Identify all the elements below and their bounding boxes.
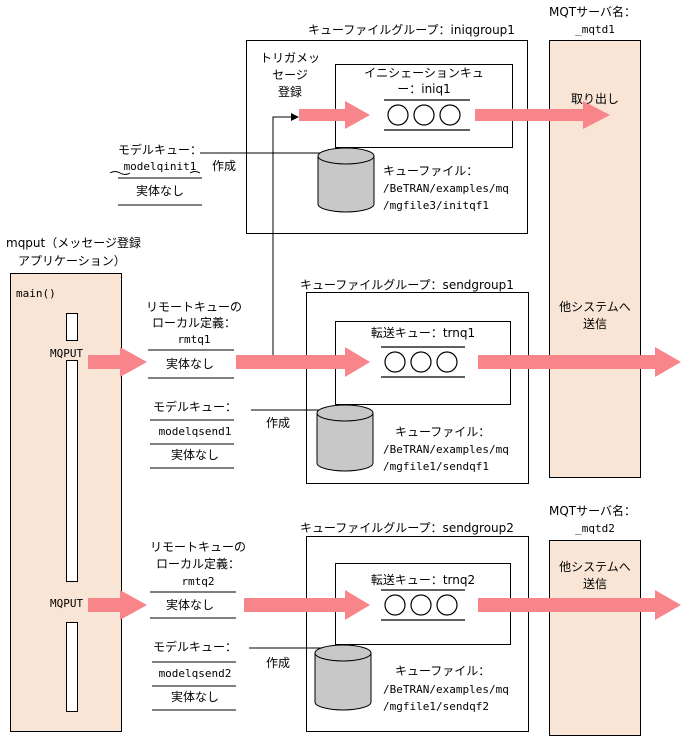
exec-bar-3 xyxy=(66,622,78,712)
trnq2-slots xyxy=(381,589,465,621)
group2-title: キューファイルグループ：sendgroup1 xyxy=(300,278,514,292)
main-label: main() xyxy=(16,287,56,300)
remote-queue-1-line1: リモートキューの xyxy=(145,300,242,314)
queue-file-2-label: キューファイル： xyxy=(395,425,491,439)
model-queue-3-name: modelqsend2 xyxy=(158,667,232,680)
mqput1-arrow xyxy=(88,347,147,377)
cylinder-1 xyxy=(317,156,375,213)
server1-send-line1: 他システムへ xyxy=(559,300,631,314)
trigger-label-2: セージ xyxy=(272,68,308,82)
create-label-3: 作成 xyxy=(266,656,291,670)
mqput-title-line1: mqput（メッセージ登録 xyxy=(6,236,141,250)
queue-file-1-path-2: /mgfile3/initqf1 xyxy=(383,199,489,212)
initiation-queue-box xyxy=(335,64,513,148)
remote-queue-1-name: rmtq1 xyxy=(177,333,211,346)
create-label-2: 作成 xyxy=(266,416,291,430)
mqput2-arrow xyxy=(88,590,147,620)
cylinder-2 xyxy=(316,413,374,472)
group3-title: キューファイルグループ：sendgroup2 xyxy=(300,521,514,535)
model-queue-1-note: 実体なし xyxy=(135,184,184,198)
create-line-3 xyxy=(249,647,326,654)
remote-queue-1-line2: ローカル定義： xyxy=(151,316,236,330)
model-queue-1-name: modelqinit1 xyxy=(123,160,197,173)
queue-file-1-label: キューファイル： xyxy=(383,164,479,178)
initiation-queue-label-1: イニシェーションキュ xyxy=(364,66,484,80)
server1-name-line1: MQTサーバ名： xyxy=(549,5,637,19)
initiation-queue-label-2: ー：iniq1 xyxy=(397,82,451,96)
transmission-queue-2-label: 転送キュー：trnq2 xyxy=(370,573,476,587)
retrieve-arrow xyxy=(475,101,610,129)
model-queue-3-label: モデルキュー： xyxy=(152,640,237,654)
trigger-connector xyxy=(272,113,299,355)
iniq1-slots xyxy=(384,99,470,131)
queue-file-2-path-2: /mgfile1/sendqf1 xyxy=(383,460,489,473)
mqt-server2-panel xyxy=(549,540,641,736)
queue-file-3-path-1: /BeTRAN/examples/mq xyxy=(383,683,509,696)
rmtq1-arrow xyxy=(236,347,370,377)
model-queue-3-note: 実体なし xyxy=(170,690,219,704)
remote-queue-2-line1: リモートキューの xyxy=(149,540,246,554)
remote-queue-1-note: 実体なし xyxy=(165,357,214,371)
create-label-1: 作成 xyxy=(212,159,237,173)
trigger-label-1: トリガメッ xyxy=(259,51,320,65)
remote-queue-2-note: 実体なし xyxy=(165,598,214,612)
send2-arrow xyxy=(478,590,681,620)
queue-file-2-path-1: /BeTRAN/examples/mq xyxy=(383,443,509,456)
send1-arrow xyxy=(478,347,681,377)
trigger-label-3: 登録 xyxy=(277,85,302,99)
mqput-call-1: MQPUT xyxy=(50,347,84,360)
model-queue-1-label: モデルキュー： xyxy=(117,143,202,157)
queue-file-3-label: キューファイル： xyxy=(395,664,491,678)
rmtq2-arrow xyxy=(244,590,370,620)
server1-name-line2: _mqtd1 xyxy=(575,23,615,36)
remote-queue-2-name: rmtq2 xyxy=(181,575,215,588)
exec-bar-1 xyxy=(66,313,78,341)
queue-file-1-path-1: /BeTRAN/examples/mq xyxy=(383,182,509,195)
server2-send-line2: 送信 xyxy=(582,577,607,591)
model-queue-2-note: 実体なし xyxy=(170,448,219,462)
model-queue-2-name: modelqsend1 xyxy=(158,425,232,438)
cylinders xyxy=(314,147,375,711)
server1-retrieve: 取り出し xyxy=(570,92,619,106)
model-queue-2-label: モデルキュー： xyxy=(152,400,237,414)
transmission-queue-1-label: 転送キュー：trnq1 xyxy=(370,326,476,340)
group1-title: キューファイルグループ：iniqgroup1 xyxy=(308,23,515,37)
server2-send-line1: 他システムへ xyxy=(559,560,631,574)
cylinder-3 xyxy=(314,653,372,711)
server2-name-line1: MQTサーバ名： xyxy=(549,504,637,518)
trnq1-slots xyxy=(381,346,465,378)
remote-queue-2-line2: ローカル定義： xyxy=(155,557,240,571)
exec-bar-2 xyxy=(66,360,78,582)
mqput-call-2: MQPUT xyxy=(50,597,84,610)
server1-send-line2: 送信 xyxy=(582,317,607,331)
queue-file-3-path-2: /mgfile1/sendqf2 xyxy=(383,700,489,713)
server2-name-line2: _mqtd2 xyxy=(575,522,615,535)
trigger-arrow xyxy=(299,101,370,129)
mqput-title-line2: アプリケーション） xyxy=(18,254,126,268)
